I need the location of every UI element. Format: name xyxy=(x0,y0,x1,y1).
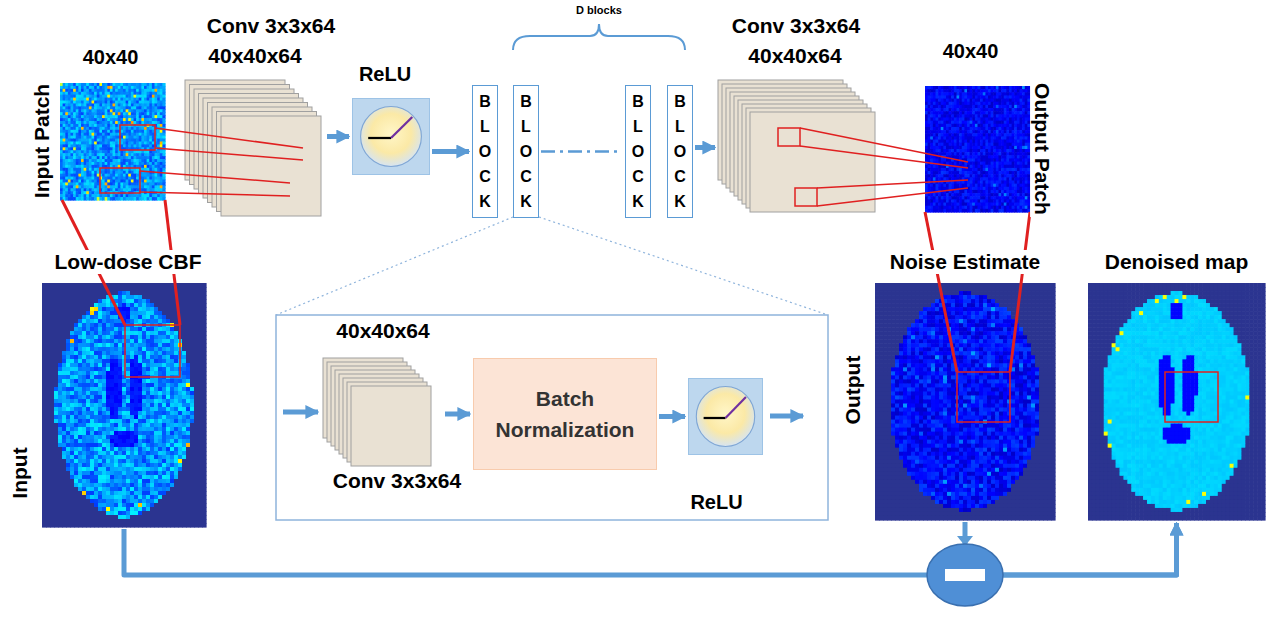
receptive-line xyxy=(155,148,303,160)
flow-arrow xyxy=(659,414,685,419)
patch-marker xyxy=(125,325,180,377)
zoom-line xyxy=(276,217,513,315)
node-text: BLOCK xyxy=(630,89,646,214)
receptive-line xyxy=(140,192,290,196)
residual-block: BLOCK xyxy=(472,85,498,218)
patch-marker xyxy=(1165,372,1218,422)
heading: ReLU xyxy=(688,491,744,514)
conv-stack: Conv 3x3x6440x40x64 xyxy=(185,80,325,215)
batchnorm-box: Batch Normalization xyxy=(473,358,657,470)
patch-marker xyxy=(100,168,140,193)
noisy-cbf xyxy=(42,283,207,528)
denoised-cbf xyxy=(1088,283,1266,521)
relu-symbol xyxy=(689,379,762,454)
denoised-map: Denoised map xyxy=(1088,283,1265,520)
noisy-patch xyxy=(60,83,166,201)
conv-stack: Conv 3x3x6440x40x64 xyxy=(718,80,880,215)
residual-block: BLOCK xyxy=(513,85,539,218)
heading: 40x40x64 xyxy=(334,319,431,343)
node-text: BLOCK xyxy=(477,89,493,214)
noise-patch xyxy=(925,86,1031,213)
feature-maps xyxy=(718,80,875,212)
image-pixels xyxy=(42,83,1266,528)
receptive-line xyxy=(817,188,968,206)
feature-maps xyxy=(323,358,431,466)
flow-arrow xyxy=(445,412,470,417)
relu-symbol xyxy=(353,99,429,174)
residual-block: BLOCK xyxy=(667,85,693,218)
heading: Denoised map xyxy=(1103,250,1251,274)
zoom-line xyxy=(1010,212,1030,372)
flow-arrow xyxy=(124,523,1177,575)
heading: 40x40x64 xyxy=(746,44,843,68)
heading: ReLU xyxy=(357,63,413,86)
relu-box: ReLU xyxy=(352,98,430,175)
patch-marker xyxy=(957,372,1010,422)
side-heading: Output Patch xyxy=(1030,81,1054,217)
side-heading: Output xyxy=(841,354,865,427)
receptive-line xyxy=(140,171,290,183)
heading: Low-dose CBF xyxy=(53,250,204,274)
output-patch: 40x40Output Patch xyxy=(925,86,1030,212)
brace xyxy=(513,24,685,50)
conv-stack: 40x40x64Conv 3x3x64 xyxy=(323,355,443,465)
residual-block: BLOCK xyxy=(625,85,651,218)
node-text: Batch Normalization xyxy=(482,383,648,446)
heading: 40x40 xyxy=(81,46,141,69)
side-heading: Input Patch xyxy=(30,82,54,200)
receptive-line xyxy=(155,128,303,148)
node-text: BLOCK xyxy=(518,89,534,214)
zoom-line xyxy=(925,212,957,372)
flow-arrow xyxy=(283,410,318,415)
relu-box: ReLU xyxy=(688,378,763,455)
heading: Conv 3x3x64 xyxy=(730,14,862,38)
block-detail-frame xyxy=(276,315,828,520)
zoom-line xyxy=(539,217,828,315)
zoom-lines xyxy=(62,200,1030,372)
patch-marker xyxy=(778,128,800,146)
heading: Noise Estimate xyxy=(888,250,1043,274)
flow-arrow xyxy=(327,134,349,139)
receptive-line xyxy=(817,180,968,188)
noise-estimate xyxy=(875,283,1056,521)
patch-marker xyxy=(795,188,817,206)
heading: Conv 3x3x64 xyxy=(331,469,463,493)
flow-arrow xyxy=(770,414,803,419)
input-map: Low-dose CBFInput xyxy=(42,283,206,527)
input-patch: 40x40Input Patch xyxy=(60,83,165,200)
minus-sign xyxy=(945,569,985,581)
flow-arrow xyxy=(432,149,469,154)
flow-arrow xyxy=(695,145,715,150)
heading: Conv 3x3x64 xyxy=(205,14,337,38)
patch-marker xyxy=(120,125,155,150)
repeat-connector xyxy=(541,150,622,153)
node-text: BLOCK xyxy=(672,89,688,214)
heading: 40x40 xyxy=(941,40,1001,63)
group-label: D blocks xyxy=(574,4,624,17)
heading: 40x40x64 xyxy=(206,44,303,68)
noise-map: Noise EstimateOutput xyxy=(875,283,1055,520)
subtract-operator xyxy=(927,544,1003,606)
receptive-line xyxy=(800,146,968,168)
side-heading: Input xyxy=(8,445,32,500)
